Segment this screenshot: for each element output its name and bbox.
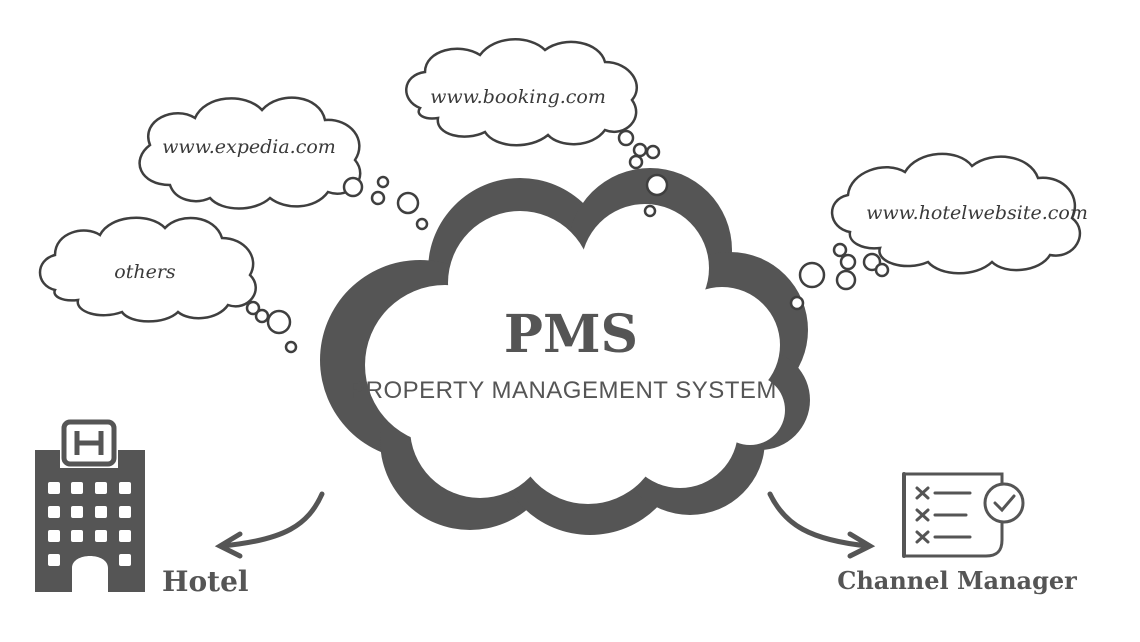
thought-text-expedia: www.expedia.com bbox=[162, 136, 336, 158]
thought-bubble-others: others bbox=[38, 216, 298, 354]
thought-bubble-expedia: www.expedia.com bbox=[138, 96, 429, 231]
arrow-to-hotel bbox=[214, 491, 325, 559]
thought-bubble-hotelwebsite: www.hotelwebsite.com bbox=[789, 152, 1088, 311]
pms-cloud: PMS PROPERTY MANAGEMENT SYSTEM bbox=[320, 168, 810, 535]
thought-text-others: others bbox=[114, 261, 176, 283]
arrow-to-channel-manager bbox=[767, 491, 876, 559]
hotel-label: Hotel bbox=[162, 565, 249, 598]
hotel-building-icon bbox=[35, 419, 145, 592]
thought-bubble-booking: www.booking.com bbox=[405, 38, 669, 218]
thought-text-hotelwebsite: www.hotelwebsite.com bbox=[866, 202, 1088, 224]
checklist-icon bbox=[902, 472, 1025, 558]
pms-title: PMS bbox=[504, 304, 638, 365]
thought-text-booking: www.booking.com bbox=[430, 86, 606, 108]
channel-manager-label: Channel Manager bbox=[837, 566, 1077, 595]
pms-subtitle: PROPERTY MANAGEMENT SYSTEM bbox=[349, 377, 777, 404]
